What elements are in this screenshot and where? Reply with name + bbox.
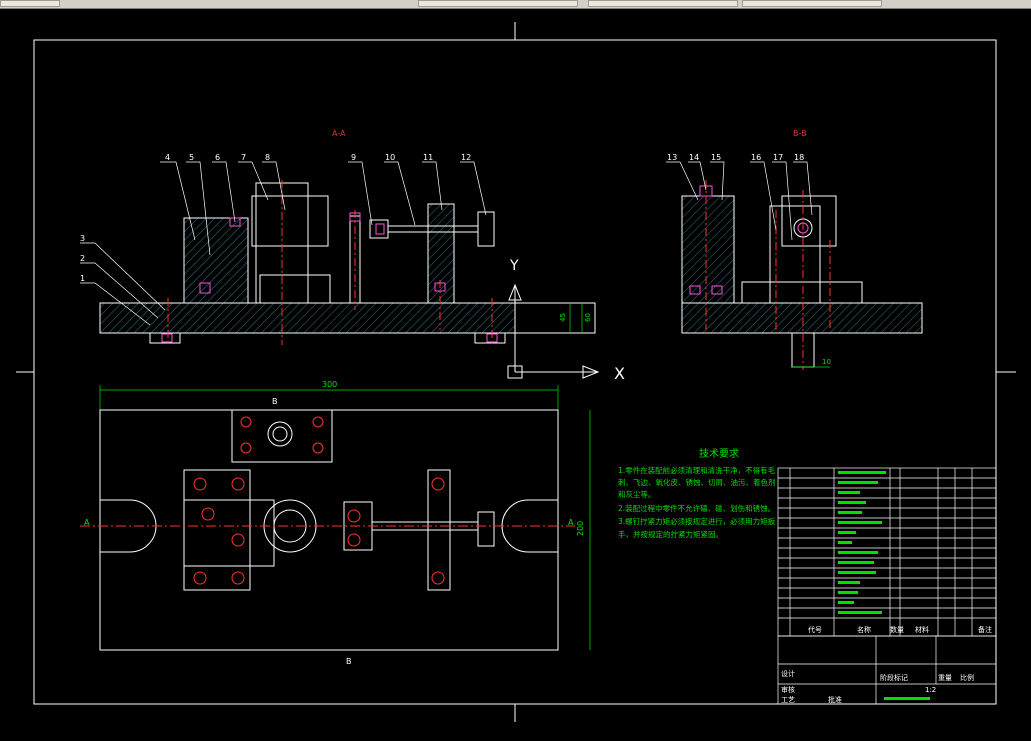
tab-1[interactable] — [0, 0, 60, 7]
svg-text:8: 8 — [265, 153, 270, 162]
ucs-icon — [507, 283, 600, 379]
svg-text:1: 1 — [80, 274, 85, 283]
dim-side: 200 — [576, 521, 585, 536]
tech-requirements: 技术要求 1.零件在装配前必须清理和清洗干净，不得有毛 刺、飞边、氧化皮、锈蚀、… — [618, 447, 776, 539]
part-leaders-bb — [666, 161, 813, 241]
svg-text:9: 9 — [351, 153, 356, 162]
stage-label: 阶段标记 — [880, 673, 908, 682]
drawing-svg: A-A — [16, 22, 1016, 722]
tech-line-5: 3.螺钉拧紧力矩必须按规定进行，必须用力矩扳 — [618, 516, 776, 526]
header-material: 材料 — [915, 625, 929, 634]
parts-list-headers: 代号 名称 数量 材料 备注 阶段标记 重量 比例 1:2 设计 审核 工艺 批… — [781, 625, 992, 704]
section-mark-b-top: B — [272, 397, 278, 406]
svg-text:18: 18 — [794, 153, 804, 162]
svg-text:4: 4 — [165, 153, 170, 162]
svg-text:7: 7 — [241, 153, 246, 162]
svg-text:6: 6 — [215, 153, 220, 162]
svg-text:16: 16 — [751, 153, 761, 162]
section-mark-a-left: A — [84, 518, 90, 527]
tech-line-6: 手，并按规定的拧紧力矩紧固。 — [618, 529, 723, 539]
svg-text:15: 15 — [711, 153, 721, 162]
cad-drawing-canvas[interactable]: A-A — [0, 9, 1031, 737]
part-numbers-bb: 13 14 15 16 17 18 — [667, 153, 804, 162]
section-bb-label: B-B — [793, 129, 807, 138]
header-code: 代号 — [808, 625, 822, 634]
designer-label: 设计 — [781, 669, 795, 678]
section-bb-view — [681, 180, 923, 370]
part-leaders-aa — [80, 161, 487, 326]
svg-text:12: 12 — [461, 153, 471, 162]
title-bar — [0, 0, 1031, 9]
header-name: 名称 — [857, 625, 871, 634]
dim-height-a: 45 — [559, 313, 567, 322]
header-remark: 备注 — [978, 625, 992, 634]
dim-bb-small: 10 — [822, 358, 831, 366]
scale-value: 1:2 — [925, 686, 936, 694]
svg-text:17: 17 — [773, 153, 783, 162]
section-mark-b-bottom: B — [346, 657, 352, 666]
svg-text:11: 11 — [423, 153, 433, 162]
tech-line-4: 2.装配过程中零件不允许磕、碰、划伤和锈蚀。 — [618, 503, 775, 513]
tech-line-2: 刺、飞边、氧化皮、锈蚀、切屑、油污、着色剂 — [618, 477, 776, 487]
parts-list-table — [777, 467, 997, 705]
approve-label: 批准 — [828, 695, 842, 704]
axis-x-label: X — [614, 364, 625, 383]
dimension-height-aa — [569, 303, 583, 333]
tech-requirements-title: 技术要求 — [699, 447, 739, 460]
header-qty: 数量 — [890, 625, 904, 634]
weight-label: 重量 — [938, 674, 952, 682]
dim-height-b: 60 — [584, 313, 592, 322]
tech-line-1: 1.零件在装配前必须清理和清洗干净，不得有毛 — [618, 465, 776, 475]
svg-text:10: 10 — [385, 153, 395, 162]
tab-2[interactable] — [418, 0, 578, 7]
section-aa-label: A-A — [332, 129, 346, 138]
svg-text:13: 13 — [667, 153, 677, 162]
process-label: 工艺 — [781, 696, 795, 704]
tab-3[interactable] — [588, 0, 738, 7]
parts-list-row-marks — [838, 471, 930, 700]
svg-text:2: 2 — [80, 254, 85, 263]
tab-4[interactable] — [742, 0, 882, 7]
svg-text:14: 14 — [689, 153, 699, 162]
tech-line-3: 和灰尘等。 — [618, 489, 656, 499]
svg-text:5: 5 — [189, 153, 194, 162]
axis-y-label: Y — [509, 258, 519, 274]
svg-text:3: 3 — [80, 234, 85, 243]
section-mark-a-right: A — [568, 518, 574, 527]
part-numbers-aa: 3 2 1 4 5 6 7 8 9 10 11 12 — [80, 153, 471, 283]
checker-label: 审核 — [781, 685, 795, 694]
plan-view — [80, 409, 575, 651]
dim-overall-width: 300 — [322, 380, 337, 389]
section-aa-view — [99, 180, 596, 345]
scale-label: 比例 — [960, 673, 974, 682]
